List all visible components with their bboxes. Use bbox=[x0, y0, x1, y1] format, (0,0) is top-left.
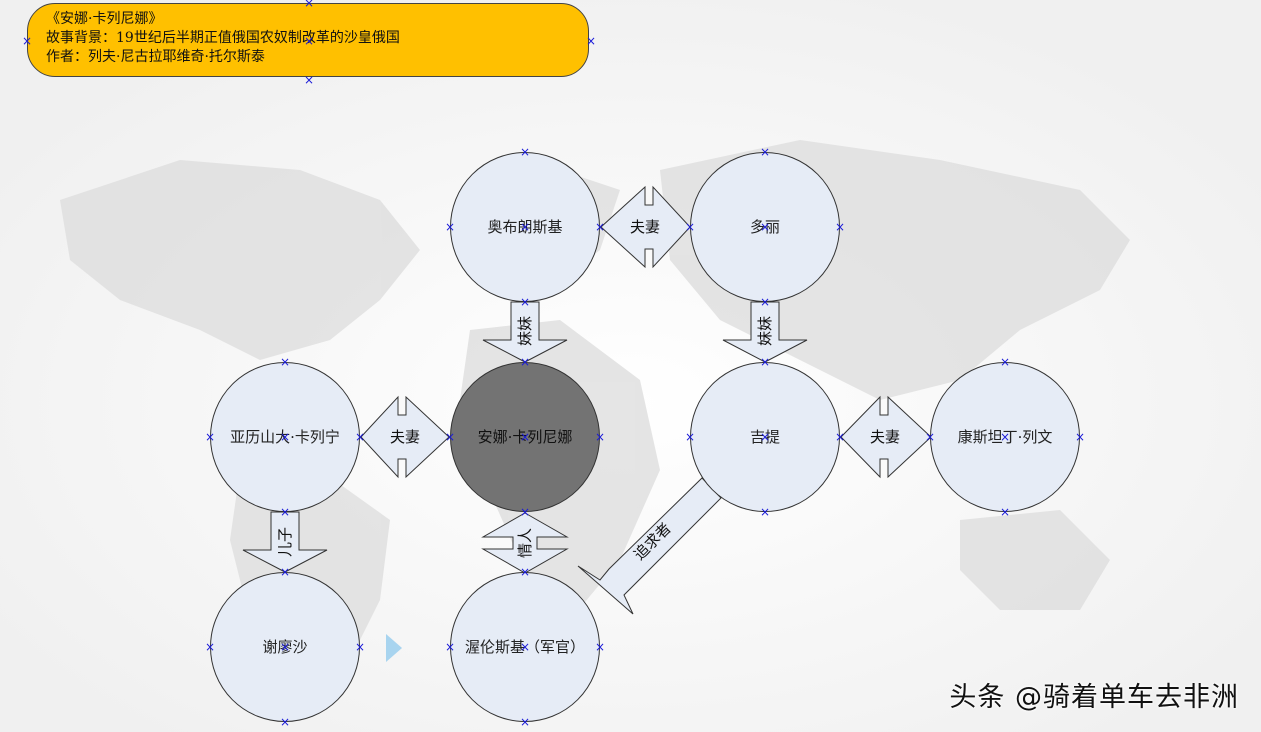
diagonal-arrow-kitty-vronsky bbox=[577, 477, 722, 615]
selection-handle-marker: × bbox=[759, 430, 771, 444]
selection-handle-marker: × bbox=[279, 430, 291, 444]
selection-handle-marker: × bbox=[759, 145, 771, 159]
label-oblonsky-anna: 妹妹 bbox=[516, 316, 534, 346]
selection-handle-marker: × bbox=[519, 640, 531, 654]
selection-handle-marker: × bbox=[759, 355, 771, 369]
book-title: 《安娜·卡列尼娜》 bbox=[46, 11, 163, 27]
node-dolly-label: 多丽 bbox=[749, 218, 780, 236]
down-arrow-dolly-kitty bbox=[722, 301, 808, 363]
node-oblonsky[interactable]: 奥布朗斯基 bbox=[450, 152, 600, 302]
node-kitty-label: 吉提 bbox=[749, 428, 780, 446]
label-karenin-seryozha: 儿子 bbox=[276, 527, 294, 557]
watermark: 头条 @骑着单车去非洲 bbox=[949, 682, 1239, 713]
selection-handle-marker: × bbox=[684, 220, 696, 234]
selection-handle-marker: × bbox=[21, 34, 33, 48]
label-dolly-kitty: 妹妹 bbox=[756, 316, 774, 346]
selection-handle-marker: × bbox=[594, 220, 606, 234]
label-karenin-anna: 夫妻 bbox=[390, 428, 420, 446]
selection-handle-marker: × bbox=[594, 640, 606, 654]
selection-handle-marker: × bbox=[354, 430, 366, 444]
selection-handle-marker: × bbox=[519, 355, 531, 369]
selection-handle-marker: × bbox=[585, 34, 597, 48]
selection-handle-marker: × bbox=[303, 0, 315, 10]
selection-handle-marker: × bbox=[279, 505, 291, 519]
node-levin[interactable]: 康斯坦丁·列文 bbox=[930, 362, 1080, 512]
selection-handle-marker: × bbox=[204, 640, 216, 654]
label-anna-vronsky: 情人 bbox=[516, 528, 534, 558]
selection-handle-marker: × bbox=[444, 430, 456, 444]
down-arrow-oblonsky-anna bbox=[482, 301, 568, 363]
double-arrow-karenin-anna bbox=[360, 395, 450, 479]
selection-handle-marker: × bbox=[279, 355, 291, 369]
node-karenin-label: 亚历山大·卡列宁 bbox=[230, 428, 340, 446]
selection-handle-marker: × bbox=[759, 295, 771, 309]
selection-handle-marker: × bbox=[444, 640, 456, 654]
selection-handle-marker: × bbox=[279, 565, 291, 579]
node-levin-label: 康斯坦丁·列文 bbox=[957, 428, 1053, 446]
selection-handle-marker: × bbox=[999, 505, 1011, 519]
story-background: 故事背景：19世纪后半期正值俄国农奴制改革的沙皇俄国 bbox=[46, 30, 400, 46]
selection-handle-marker: × bbox=[999, 430, 1011, 444]
node-anna[interactable]: 安娜·卡列尼娜 bbox=[450, 362, 600, 512]
selection-handle-marker: × bbox=[519, 715, 531, 729]
selection-handle-marker: × bbox=[303, 73, 315, 87]
node-kitty[interactable]: 吉提 bbox=[690, 362, 840, 512]
selection-handle-marker: × bbox=[444, 220, 456, 234]
selection-handle-marker: × bbox=[519, 505, 531, 519]
selection-handle-marker: × bbox=[204, 430, 216, 444]
selection-handle-marker: × bbox=[924, 430, 936, 444]
selection-handle-marker: × bbox=[279, 715, 291, 729]
selection-handle-marker: × bbox=[834, 430, 846, 444]
selection-handle-marker: × bbox=[1074, 430, 1086, 444]
node-vronsky[interactable]: 渥伦斯基（军官） bbox=[450, 572, 600, 722]
label-oblonsky-dolly: 夫妻 bbox=[630, 218, 660, 236]
selection-handle-marker: × bbox=[684, 430, 696, 444]
selection-handle-marker: × bbox=[834, 220, 846, 234]
selection-handle-marker: × bbox=[519, 430, 531, 444]
node-karenin[interactable]: 亚历山大·卡列宁 bbox=[210, 362, 360, 512]
selection-handle-marker: × bbox=[354, 640, 366, 654]
selection-handle-marker: × bbox=[303, 34, 315, 48]
node-anna-label: 安娜·卡列尼娜 bbox=[477, 428, 573, 446]
label-kitty-levin: 夫妻 bbox=[870, 428, 900, 446]
decorative-triangle bbox=[386, 634, 402, 662]
selection-handle-marker: × bbox=[594, 430, 606, 444]
book-author: 作者：列夫·尼古拉耶维奇·托尔斯泰 bbox=[46, 49, 265, 65]
selection-handle-marker: × bbox=[279, 640, 291, 654]
selection-handle-marker: × bbox=[519, 145, 531, 159]
selection-handle-marker: × bbox=[519, 565, 531, 579]
node-vronsky-label: 渥伦斯基（军官） bbox=[465, 638, 586, 656]
selection-handle-marker: × bbox=[519, 220, 531, 234]
node-seryozha[interactable]: 谢廖沙 bbox=[210, 572, 360, 722]
selection-handle-marker: × bbox=[759, 505, 771, 519]
selection-handle-marker: × bbox=[519, 295, 531, 309]
node-dolly[interactable]: 多丽 bbox=[690, 152, 840, 302]
down-arrow-karenin-seryozha bbox=[242, 511, 328, 573]
node-seryozha-label: 谢廖沙 bbox=[262, 638, 308, 656]
node-oblonsky-label: 奥布朗斯基 bbox=[487, 218, 563, 236]
book-info-box: 《安娜·卡列尼娜》 故事背景：19世纪后半期正值俄国农奴制改革的沙皇俄国 作者：… bbox=[27, 3, 589, 77]
selection-handle-marker: × bbox=[759, 220, 771, 234]
selection-handle-marker: × bbox=[999, 355, 1011, 369]
